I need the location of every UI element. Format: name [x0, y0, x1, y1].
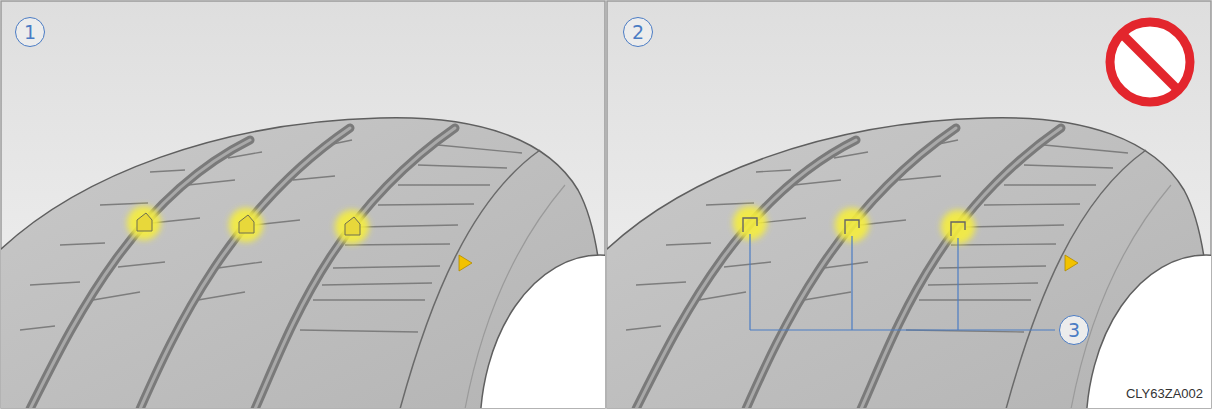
wear-indicator-block: [137, 213, 152, 231]
tire-group: [1, 118, 605, 408]
wear-indicator-block: [345, 217, 360, 235]
prohibition-ring: [1110, 22, 1190, 102]
indicator-glow: [127, 206, 161, 240]
prohibition-bar: [1122, 34, 1178, 90]
tire-group: [607, 118, 1211, 408]
callout-number: 2: [623, 17, 653, 47]
wear-indicator-mark: [743, 218, 757, 232]
leader-line: [750, 234, 1055, 330]
tire: [1, 118, 605, 408]
wear-indicator: [229, 208, 263, 242]
indicator-glow: [335, 210, 369, 244]
wear-indicator: [127, 206, 161, 240]
prohibition-sign: [1110, 22, 1190, 102]
wear-indicator-mark: [951, 222, 965, 236]
figure-code: CLY63ZA002: [1124, 386, 1205, 402]
indicator-glow: [229, 208, 263, 242]
panel-two: [606, 118, 1212, 409]
wear-indicator: [335, 210, 369, 244]
wear-indicator-block: [239, 215, 254, 233]
wear-indicator-mark: [845, 220, 859, 234]
callout-number: 3: [1059, 315, 1089, 345]
tire: [607, 118, 1211, 408]
callout-number: 1: [15, 17, 45, 47]
